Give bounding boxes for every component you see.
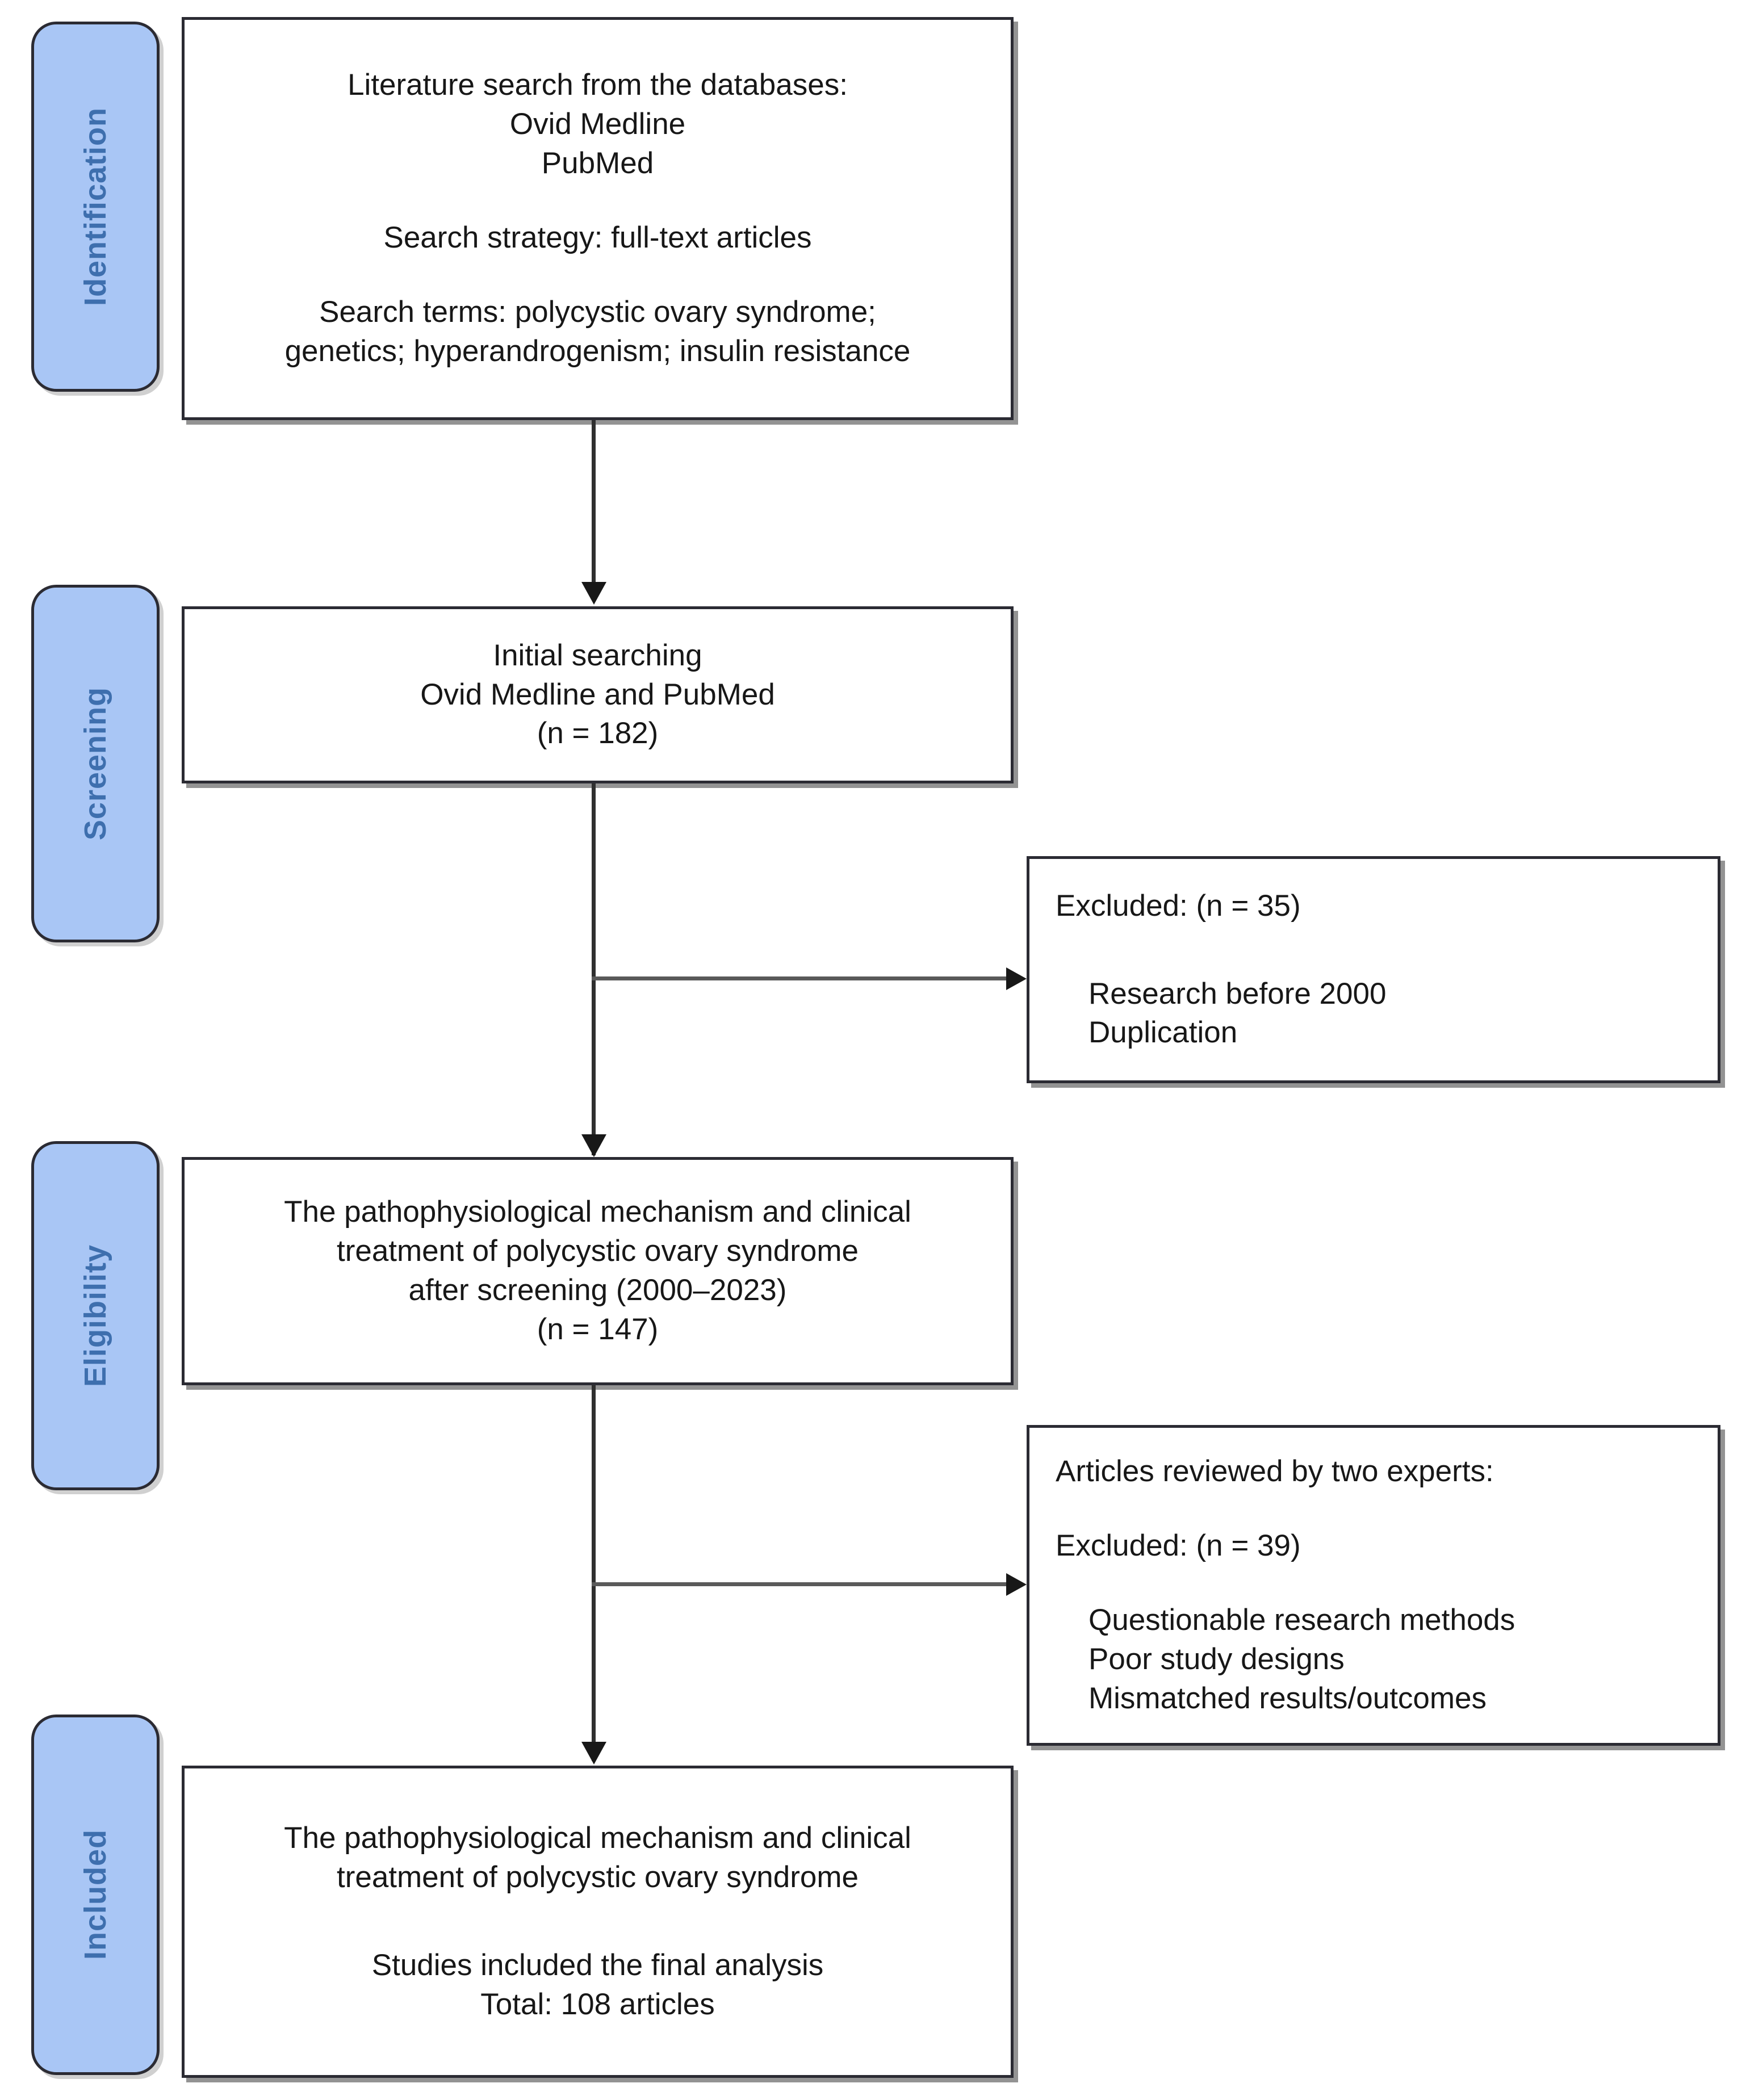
spacer — [211, 1897, 985, 1946]
connector-eligibility-to-excluded — [592, 1582, 1007, 1586]
box-screening: Initial searching Ovid Medline and PubMe… — [182, 606, 1014, 783]
box-included: The pathophysiological mechanism and cli… — [182, 1766, 1014, 2078]
stage-label-included-text: Included — [78, 1829, 112, 1960]
included-line-1: The pathophysiological mechanism and cli… — [284, 1821, 911, 1855]
screening-line-2: Ovid Medline and PubMed — [420, 677, 775, 711]
stage-label-eligibility-text: Eligibility — [78, 1244, 112, 1388]
box-excluded-eligibility: Articles reviewed by two experts: Exclud… — [1027, 1425, 1720, 1746]
included-total: Total: 108 articles — [480, 1987, 715, 2021]
spacer — [1056, 926, 1718, 975]
box-screening-content: Initial searching Ovid Medline and PubMe… — [185, 636, 1011, 754]
excluded-eligibility-reason-1: Questionable research methods — [1088, 1603, 1515, 1637]
eligibility-line-2: treatment of polycystic ovary syndrome — [336, 1234, 859, 1268]
arrow-identification-to-screening — [581, 582, 606, 605]
box-eligibility-content: The pathophysiological mechanism and cli… — [185, 1193, 1011, 1349]
identification-search-terms-1: Search terms: polycystic ovary syndrome; — [319, 295, 876, 329]
arrow-eligibility-to-excluded — [1006, 1573, 1027, 1596]
box-excluded-screening-content: Excluded: (n = 35) Research before 2000 … — [1029, 887, 1718, 1053]
excluded-screening-reason-2: Duplication — [1088, 1016, 1238, 1050]
excluded-screening-reason-1: Research before 2000 — [1088, 976, 1387, 1011]
eligibility-line-3: after screening (2000–2023) — [408, 1273, 787, 1307]
spacer — [211, 258, 985, 293]
box-excluded-screening: Excluded: (n = 35) Research before 2000 … — [1027, 856, 1720, 1083]
box-excluded-eligibility-content: Articles reviewed by two experts: Exclud… — [1029, 1452, 1718, 1718]
box-identification: Literature search from the databases: Ov… — [182, 17, 1014, 420]
screening-count: (n = 182) — [537, 716, 659, 751]
box-identification-content: Literature search from the databases: Ov… — [185, 66, 1011, 371]
excluded-eligibility-reason-3: Mismatched results/outcomes — [1088, 1681, 1487, 1715]
spacer — [211, 183, 985, 219]
identification-line-2: Ovid Medline — [509, 107, 686, 141]
stage-label-included: Included — [31, 1715, 160, 2075]
eligibility-count: (n = 147) — [537, 1312, 659, 1346]
arrow-eligibility-to-included — [581, 1742, 606, 1764]
identification-line-1: Literature search from the databases: — [348, 68, 848, 102]
stage-label-screening: Screening — [31, 585, 160, 942]
stage-label-identification-text: Identification — [78, 107, 112, 306]
arrow-screening-to-eligibility — [581, 1134, 606, 1157]
identification-search-strategy: Search strategy: full-text articles — [383, 221, 812, 254]
excluded-eligibility-reason-2: Poor study designs — [1088, 1642, 1345, 1676]
spacer — [1056, 1491, 1718, 1527]
arrow-screening-to-excluded — [1006, 967, 1027, 990]
included-line-2: treatment of polycystic ovary syndrome — [336, 1860, 859, 1894]
box-included-content: The pathophysiological mechanism and cli… — [185, 1819, 1011, 2024]
stage-label-eligibility: Eligibility — [31, 1141, 160, 1490]
identification-line-3: PubMed — [541, 146, 654, 181]
spacer — [1056, 1566, 1718, 1601]
connector-screening-to-excluded — [592, 976, 1007, 980]
excluded-eligibility-heading: Articles reviewed by two experts: — [1056, 1455, 1494, 1489]
stage-label-screening-text: Screening — [78, 686, 112, 841]
connector-screening-to-eligibility — [592, 783, 596, 1155]
stage-label-identification: Identification — [31, 22, 160, 392]
identification-search-terms-2: genetics; hyperandrogenism; insulin resi… — [284, 334, 911, 368]
excluded-screening-heading: Excluded: (n = 35) — [1056, 888, 1301, 923]
connector-eligibility-to-included — [592, 1385, 596, 1761]
included-analysis-line: Studies included the final analysis — [371, 1948, 824, 1982]
eligibility-line-1: The pathophysiological mechanism and cli… — [284, 1195, 911, 1229]
excluded-eligibility-count: Excluded: (n = 39) — [1056, 1529, 1301, 1563]
screening-line-1: Initial searching — [493, 638, 702, 672]
connector-identification-to-screening — [592, 420, 596, 585]
box-eligibility: The pathophysiological mechanism and cli… — [182, 1157, 1014, 1385]
